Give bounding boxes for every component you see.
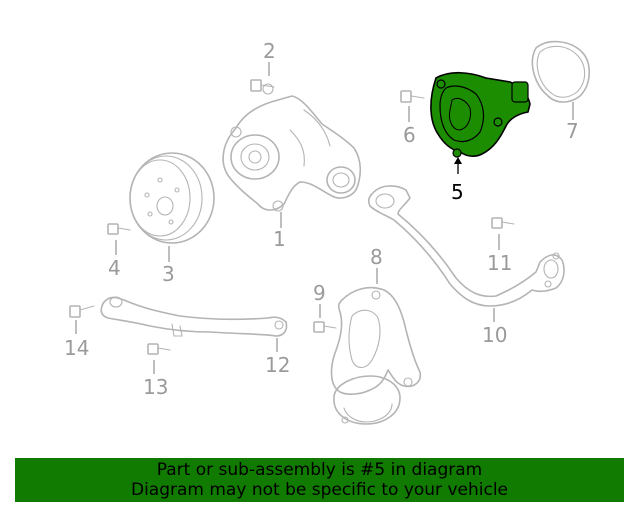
callout-1: 1 — [273, 227, 286, 251]
part-11-bolt[interactable] — [491, 217, 515, 229]
banner-line-1: Part or sub-assembly is #5 in diagram — [156, 460, 483, 480]
callout-5: 5 — [451, 180, 464, 204]
callout-8: 8 — [370, 245, 383, 269]
callout-7: 7 — [566, 119, 579, 143]
part-7-gasket[interactable] — [531, 40, 591, 103]
part-2-bolt[interactable] — [250, 79, 275, 92]
callout-3: 3 — [162, 262, 175, 286]
callout-6: 6 — [403, 123, 416, 147]
part-6-bolt[interactable] — [400, 90, 425, 103]
part-4-bolt[interactable] — [107, 223, 131, 235]
part-13-bolt[interactable] — [147, 343, 171, 355]
callout-13: 13 — [143, 375, 168, 399]
callout-9: 9 — [313, 281, 326, 305]
part-14-bolt[interactable] — [69, 305, 95, 318]
callout-11: 11 — [487, 251, 512, 275]
part-3-pulley[interactable] — [129, 152, 215, 244]
info-banner: Part or sub-assembly is #5 in diagram Di… — [15, 458, 624, 502]
leader-5-arrow — [454, 157, 462, 164]
callout-10: 10 — [482, 323, 507, 347]
part-5-housing[interactable] — [430, 71, 531, 158]
banner-line-2: Diagram may not be specific to your vehi… — [130, 480, 508, 500]
callout-12: 12 — [265, 353, 290, 377]
callout-4: 4 — [108, 256, 121, 280]
part-9-bolt[interactable] — [313, 321, 337, 333]
part-8-thermostat-housing[interactable] — [330, 286, 422, 425]
callout-14: 14 — [64, 336, 89, 360]
part-10-coolant-pipe[interactable] — [367, 185, 565, 307]
part-12-tube[interactable] — [100, 296, 288, 337]
part-1-water-pump[interactable] — [222, 83, 362, 212]
callout-2: 2 — [263, 39, 276, 63]
